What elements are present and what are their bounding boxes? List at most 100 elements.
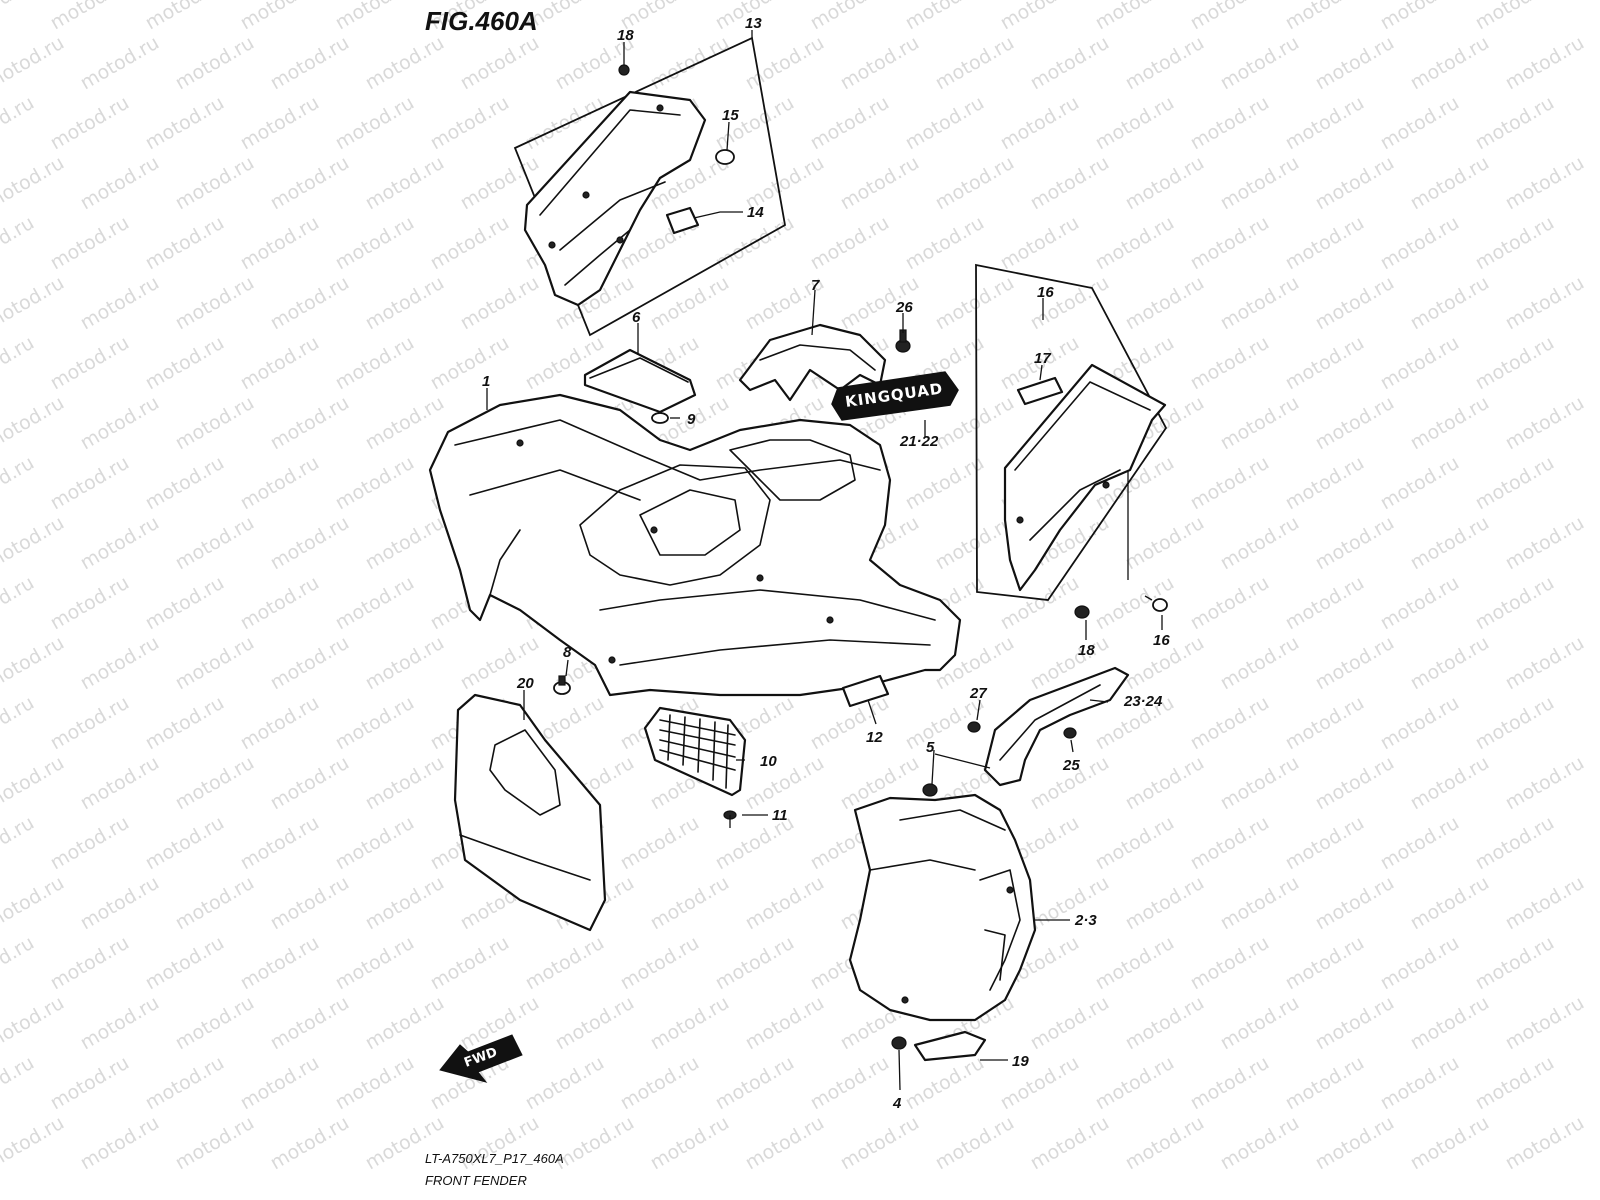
watermark-text: motod.ru — [332, 0, 418, 34]
watermark-text: motod.ru — [837, 32, 923, 95]
watermark-text: motod.ru — [522, 1052, 608, 1115]
watermark-text: motod.ru — [142, 932, 228, 995]
part-4-bolt — [891, 1036, 907, 1050]
watermark-text: motod.ru — [362, 992, 448, 1055]
watermark-text: motod.ru — [1187, 932, 1273, 995]
watermark-text: motod.ru — [1472, 0, 1558, 34]
part-1-front-fender — [428, 393, 962, 697]
watermark-text: motod.ru — [237, 692, 323, 755]
watermark-text: motod.ru — [267, 752, 353, 815]
watermark-text: motod.ru — [267, 272, 353, 335]
watermark-text: motod.ru — [1377, 92, 1463, 155]
part-18-fastener-top — [618, 64, 630, 76]
watermark-text: motod.ru — [172, 512, 258, 575]
watermark-text: motod.ru — [332, 932, 418, 995]
watermark-text: motod.ru — [1217, 512, 1303, 575]
callout-6: 6 — [632, 309, 641, 326]
watermark-text: motod.ru — [1027, 32, 1113, 95]
watermark-text: motod.ru — [1282, 572, 1368, 635]
watermark-text: motod.ru — [267, 992, 353, 1055]
callout-21-22: 21·22 — [899, 433, 939, 450]
watermark-text: motod.ru — [1312, 32, 1398, 95]
watermark-text: motod.ru — [237, 932, 323, 995]
watermark-text: motod.ru — [932, 1112, 1018, 1175]
watermark-text: motod.ru — [1187, 572, 1273, 635]
watermark-text: motod.ru — [1407, 272, 1493, 335]
watermark-text: motod.ru — [742, 992, 828, 1055]
watermark-text: motod.ru — [1092, 932, 1178, 995]
watermark-text: motod.ru — [1407, 752, 1493, 815]
watermark-text: motod.ru — [172, 32, 258, 95]
watermark-text: motod.ru — [807, 0, 893, 34]
watermark-text: motod.ru — [267, 392, 353, 455]
watermark-text: motod.ru — [742, 1112, 828, 1175]
watermark-text: motod.ru — [77, 632, 163, 695]
watermark-text: motod.ru — [0, 152, 68, 215]
kit-16-outline — [975, 263, 1168, 601]
watermark-text: motod.ru — [1092, 812, 1178, 875]
watermark-text: motod.ru — [902, 212, 988, 275]
watermark-text: motod.ru — [362, 392, 448, 455]
watermark-text: motod.ru — [552, 1112, 638, 1175]
watermark-text: motod.ru — [47, 932, 133, 995]
watermark-text: motod.ru — [1502, 872, 1588, 935]
watermark-text: motod.ru — [142, 692, 228, 755]
watermark-text: motod.ru — [1187, 212, 1273, 275]
watermark-text: motod.ru — [142, 812, 228, 875]
watermark-text: motod.ru — [1312, 392, 1398, 455]
part-17-pad — [1016, 376, 1064, 406]
part-8-clip — [553, 675, 571, 695]
watermark-text: motod.ru — [1187, 692, 1273, 755]
watermark-text: motod.ru — [0, 992, 68, 1055]
watermark-text: motod.ru — [0, 452, 38, 515]
watermark-text: motod.ru — [1312, 272, 1398, 335]
watermark-text: motod.ru — [0, 92, 38, 155]
watermark-text: motod.ru — [1027, 1112, 1113, 1175]
watermark-text: motod.ru — [1122, 272, 1208, 335]
watermark-text: motod.ru — [1282, 0, 1368, 34]
watermark-text: motod.ru — [1377, 0, 1463, 34]
watermark-text: motod.ru — [807, 1052, 893, 1115]
watermark-text: motod.ru — [712, 932, 798, 995]
watermark-text: motod.ru — [47, 0, 133, 34]
watermark-text: motod.ru — [1312, 632, 1398, 695]
watermark-text: motod.ru — [1312, 992, 1398, 1055]
watermark-text: motod.ru — [172, 272, 258, 335]
callout-2-3: 2·3 — [1074, 912, 1097, 929]
watermark-text: motod.ru — [332, 92, 418, 155]
watermark-text: motod.ru — [1312, 152, 1398, 215]
watermark-text: motod.ru — [362, 872, 448, 935]
part-7-visor — [738, 323, 887, 402]
watermark-text: motod.ru — [1472, 812, 1558, 875]
watermark-text: motod.ru — [0, 32, 68, 95]
callout-25: 25 — [1062, 757, 1080, 774]
watermark-text: motod.ru — [1502, 1112, 1588, 1175]
watermark-text: motod.ru — [332, 332, 418, 395]
watermark-text: motod.ru — [0, 212, 38, 275]
watermark-text: motod.ru — [1407, 152, 1493, 215]
watermark-text: motod.ru — [1217, 1112, 1303, 1175]
watermark-text: motod.ru — [77, 152, 163, 215]
watermark-text: motod.ru — [427, 212, 513, 275]
watermark-text: motod.ru — [47, 1052, 133, 1115]
watermark-text: motod.ru — [902, 0, 988, 34]
watermark-text: motod.ru — [1377, 812, 1463, 875]
watermark-text: motod.ru — [1027, 152, 1113, 215]
watermark-text: motod.ru — [647, 872, 733, 935]
watermark-text: motod.ru — [427, 332, 513, 395]
watermark-text: motod.ru — [1217, 272, 1303, 335]
watermark-text: motod.ru — [77, 512, 163, 575]
watermark-text: motod.ru — [172, 872, 258, 935]
callout-26: 26 — [895, 299, 913, 316]
watermark-text: motod.ru — [1377, 692, 1463, 755]
watermark-text: motod.ru — [47, 452, 133, 515]
watermark-text: motod.ru — [1187, 812, 1273, 875]
watermark-text: motod.ru — [0, 1052, 38, 1115]
watermark-text: motod.ru — [1407, 992, 1493, 1055]
callout-16-bolt: 16 — [1153, 632, 1170, 649]
watermark-text: motod.ru — [1122, 752, 1208, 815]
part-5-bolt — [922, 783, 938, 797]
watermark-text: motod.ru — [77, 752, 163, 815]
callout-17: 17 — [1034, 350, 1051, 367]
